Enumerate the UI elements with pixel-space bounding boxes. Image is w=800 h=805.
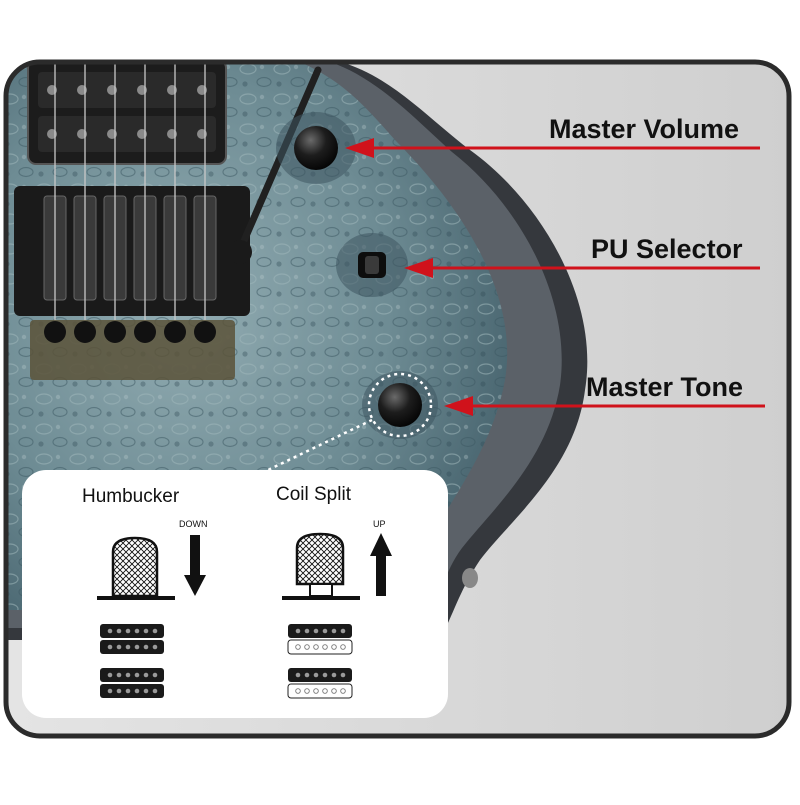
guitar-strings (54, 62, 206, 320)
down-label: DOWN (179, 519, 208, 529)
fine-tuners (44, 321, 216, 343)
coil-split-knob-illustration (282, 532, 360, 600)
up-label: UP (373, 519, 386, 529)
pu-selector-arrowhead (404, 258, 433, 278)
pu-selector-label: PU Selector (591, 234, 743, 264)
master-volume-label: Master Volume (549, 114, 740, 144)
master-tone-knob (378, 383, 422, 427)
up-arrow-icon (370, 533, 392, 596)
humbucker-pickup-diagram (100, 624, 164, 698)
tone-knob-highlight-ring (367, 372, 433, 438)
humbucker-knob-illustration (97, 536, 175, 600)
master-tone-label: Master Tone (586, 372, 744, 402)
master-tone-arrowhead (444, 396, 473, 416)
frame-border (3, 59, 792, 739)
coil-split-pickup-diagram (287, 624, 353, 699)
humbucker-coil-top (38, 72, 216, 108)
coil-split-title: Coil Split (276, 484, 351, 505)
master-volume-arrowhead (345, 138, 374, 158)
callout-arrows (345, 138, 765, 416)
output-jack (462, 568, 478, 588)
master-volume-knob (294, 126, 338, 170)
humbucker-title: Humbucker (82, 486, 180, 507)
pu-selector-tip (365, 256, 379, 274)
tone-knob-leader (267, 418, 373, 472)
tremolo-bridge (14, 186, 250, 316)
inset-card (22, 470, 448, 718)
tremolo-arm-socket (228, 240, 252, 264)
down-arrow-icon (184, 535, 206, 596)
humbucker-coil-bottom (38, 116, 216, 152)
